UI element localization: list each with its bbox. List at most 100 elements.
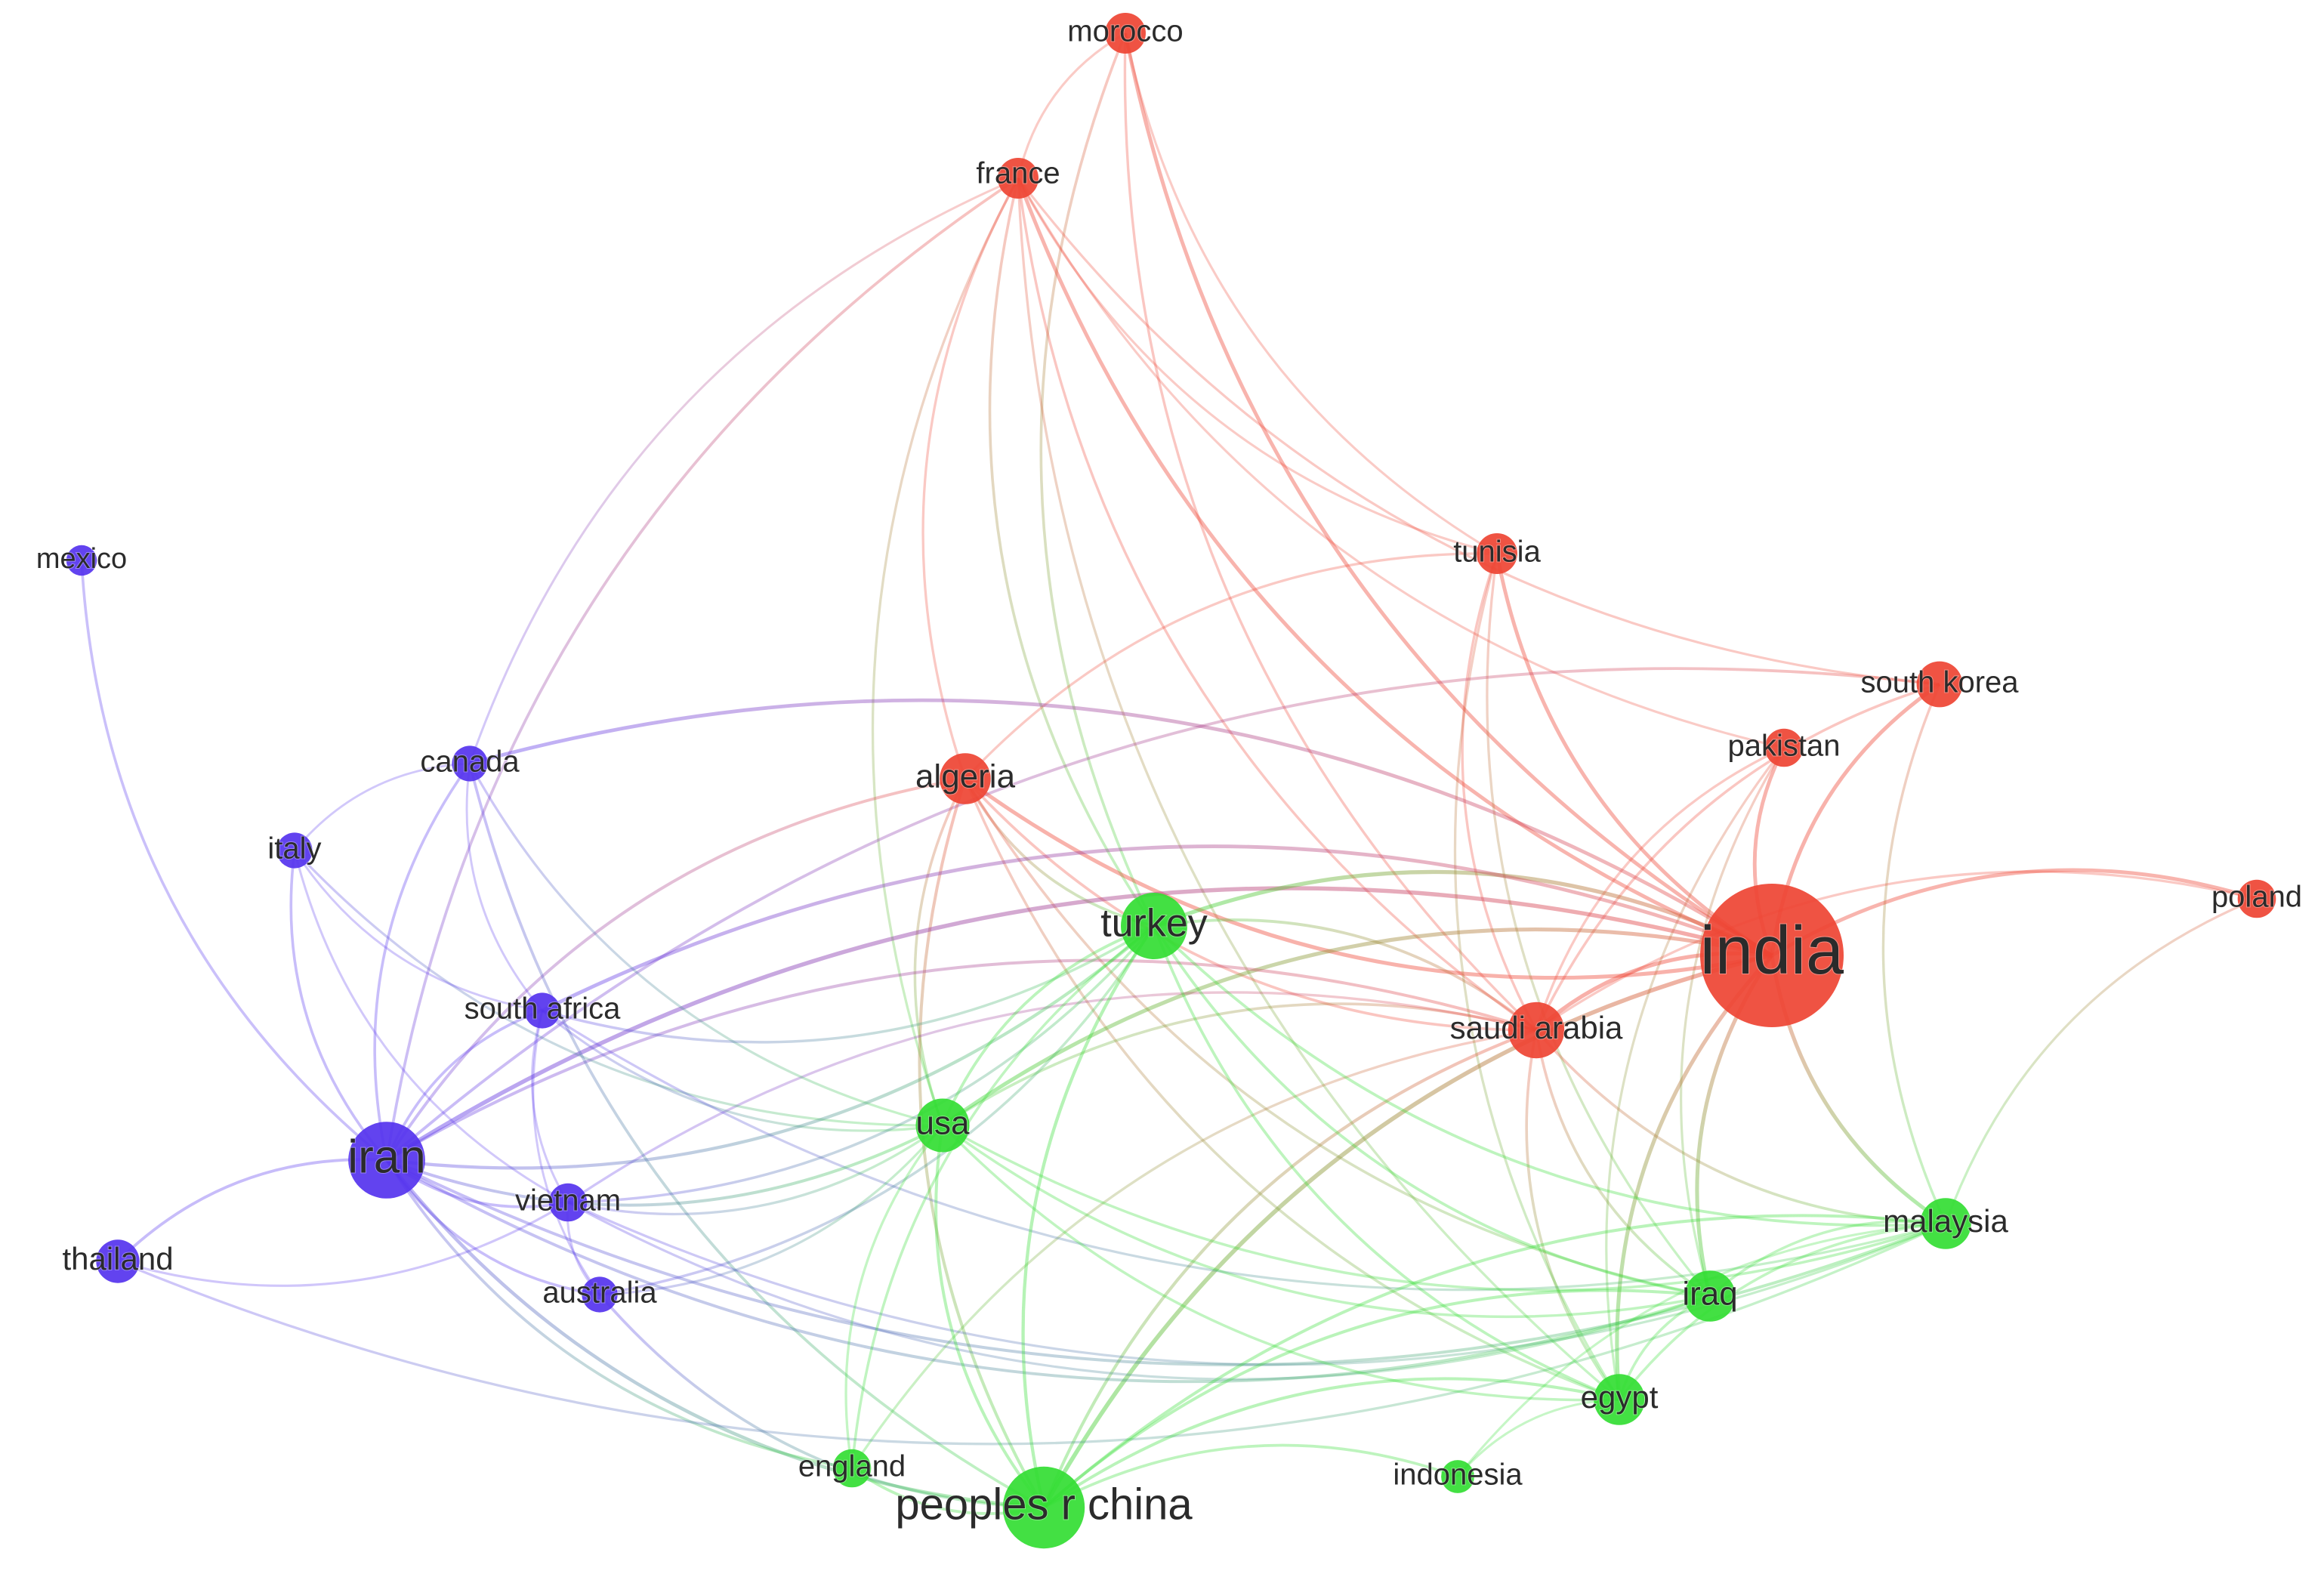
edge-saudi_arabia-egypt bbox=[1525, 1029, 1621, 1401]
edge-canada-italy bbox=[293, 762, 471, 851]
label-tunisia: tunisia bbox=[1453, 535, 1541, 569]
node-turkey[interactable] bbox=[1121, 893, 1187, 959]
edge-south_korea-iran bbox=[385, 667, 1940, 1162]
edge-australia-peoples_r_china bbox=[598, 1293, 1045, 1509]
node-canada[interactable] bbox=[452, 745, 488, 782]
edge-india-peoples_r_china bbox=[1042, 953, 1773, 1509]
edge-france-usa bbox=[871, 177, 1020, 1126]
node-tunisia[interactable] bbox=[1477, 533, 1517, 574]
edge-india-south_africa bbox=[541, 844, 1773, 1013]
edge-iran-england bbox=[385, 1159, 853, 1470]
edge-saudi_arabia-vietnam bbox=[567, 991, 1537, 1204]
node-south_africa[interactable] bbox=[524, 992, 560, 1029]
node-thailand[interactable] bbox=[96, 1239, 140, 1283]
edge-malaysia-indonesia bbox=[1456, 1222, 1946, 1477]
edge-turkey-england bbox=[850, 924, 1156, 1469]
label-saudi_arabia: saudi arabia bbox=[1450, 1010, 1623, 1045]
edge-tunisia-saudi_arabia bbox=[1461, 553, 1538, 1031]
edge-france-tunisia bbox=[1017, 177, 1498, 555]
node-vietnam[interactable] bbox=[548, 1183, 588, 1222]
node-iran[interactable] bbox=[348, 1122, 425, 1199]
edge-south_korea-malaysia bbox=[1881, 684, 1947, 1224]
edge-saudi_arabia-turkey bbox=[1153, 918, 1538, 1032]
edge-algeria-india bbox=[964, 776, 1773, 980]
edge-france-pakistan bbox=[1017, 177, 1785, 749]
edge-egypt-peoples_r_china bbox=[1042, 1377, 1620, 1509]
node-south_korea[interactable] bbox=[1916, 661, 1963, 708]
edge-france-egypt bbox=[1017, 177, 1621, 1401]
node-peoples_r_china[interactable] bbox=[1002, 1466, 1085, 1549]
label-egypt: egypt bbox=[1581, 1379, 1659, 1415]
node-algeria[interactable] bbox=[940, 753, 991, 804]
label-iraq: iraq bbox=[1682, 1276, 1737, 1313]
edge-saudi_arabia-usa bbox=[942, 1002, 1537, 1127]
edge-vietnam-turkey bbox=[567, 924, 1156, 1204]
label-malaysia: malaysia bbox=[1883, 1203, 2008, 1239]
edge-france-india bbox=[1016, 177, 1773, 958]
edge-thailand-malaysia bbox=[117, 1222, 1946, 1446]
label-italy: italy bbox=[267, 832, 321, 866]
edge-iran-thailand bbox=[116, 1158, 387, 1263]
node-usa[interactable] bbox=[915, 1098, 970, 1153]
label-south_africa: south africa bbox=[464, 992, 622, 1026]
edge-turkey-peoples_r_china bbox=[1021, 924, 1156, 1508]
edge-poland-malaysia bbox=[1944, 897, 2258, 1224]
label-france: france bbox=[976, 157, 1060, 190]
edge-vietnam-iraq bbox=[567, 1201, 1711, 1381]
edge-thailand-vietnam bbox=[117, 1201, 569, 1287]
edge-tunisia-india bbox=[1495, 553, 1773, 958]
label-turkey: turkey bbox=[1100, 902, 1208, 946]
label-thailand: thailand bbox=[62, 1241, 173, 1276]
edge-india-turkey bbox=[1153, 869, 1773, 958]
edge-saudi_arabia-iran bbox=[385, 958, 1537, 1162]
label-england: england bbox=[798, 1450, 906, 1483]
node-morocco[interactable] bbox=[1105, 13, 1146, 54]
node-poland[interactable] bbox=[2237, 879, 2276, 918]
edge-turkey-malaysia bbox=[1153, 924, 1946, 1227]
edge-south_africa-usa bbox=[541, 1009, 943, 1132]
edge-turkey-egypt bbox=[1153, 925, 1620, 1401]
edge-canada-peoples_r_china bbox=[468, 763, 1045, 1509]
node-malaysia[interactable] bbox=[1920, 1198, 1971, 1249]
node-india[interactable] bbox=[1700, 884, 1844, 1027]
node-italy[interactable] bbox=[276, 832, 313, 869]
node-indonesia[interactable] bbox=[1441, 1460, 1474, 1493]
edge-algeria-iran bbox=[385, 777, 966, 1162]
edge-mexico-iran bbox=[80, 560, 388, 1162]
edge-iran-iraq bbox=[386, 1159, 1711, 1384]
label-mexico: mexico bbox=[36, 543, 127, 575]
edge-france-canada bbox=[468, 177, 1019, 764]
label-pakistan: pakistan bbox=[1728, 730, 1841, 763]
edge-iraq-peoples_r_china bbox=[1042, 1289, 1711, 1509]
label-algeria: algeria bbox=[915, 758, 1016, 795]
node-australia[interactable] bbox=[582, 1276, 618, 1313]
edge-canada-south_africa bbox=[465, 763, 544, 1011]
edge-pakistan-egypt bbox=[1605, 747, 1785, 1400]
node-pakistan[interactable] bbox=[1764, 728, 1804, 767]
edge-algeria-egypt bbox=[964, 778, 1620, 1401]
edge-canada-usa bbox=[468, 763, 943, 1127]
edge-france-iran bbox=[385, 177, 1020, 1161]
node-france[interactable] bbox=[998, 158, 1039, 199]
node-iraq[interactable] bbox=[1684, 1270, 1736, 1322]
network-nodes bbox=[66, 13, 2276, 1549]
edge-usa-malaysia bbox=[942, 1124, 1946, 1292]
edge-morocco-france bbox=[1017, 32, 1126, 179]
label-iran: iran bbox=[347, 1131, 425, 1183]
edge-iran-usa bbox=[386, 1124, 943, 1207]
node-england[interactable] bbox=[832, 1449, 872, 1488]
edge-malaysia-egypt bbox=[1618, 1222, 1946, 1401]
edge-india-canada bbox=[469, 698, 1773, 958]
node-saudi_arabia[interactable] bbox=[1508, 1002, 1565, 1059]
edge-iran-turkey bbox=[386, 924, 1156, 1170]
node-egypt[interactable] bbox=[1594, 1374, 1645, 1425]
node-mexico[interactable] bbox=[66, 545, 97, 576]
label-morocco: morocco bbox=[1067, 15, 1183, 48]
edge-south_korea-saudi_arabia bbox=[1535, 683, 1940, 1031]
edge-italy-south_africa bbox=[293, 850, 543, 1012]
label-australia: australia bbox=[542, 1276, 657, 1310]
edge-saudi_arabia-iraq bbox=[1535, 1029, 1711, 1298]
